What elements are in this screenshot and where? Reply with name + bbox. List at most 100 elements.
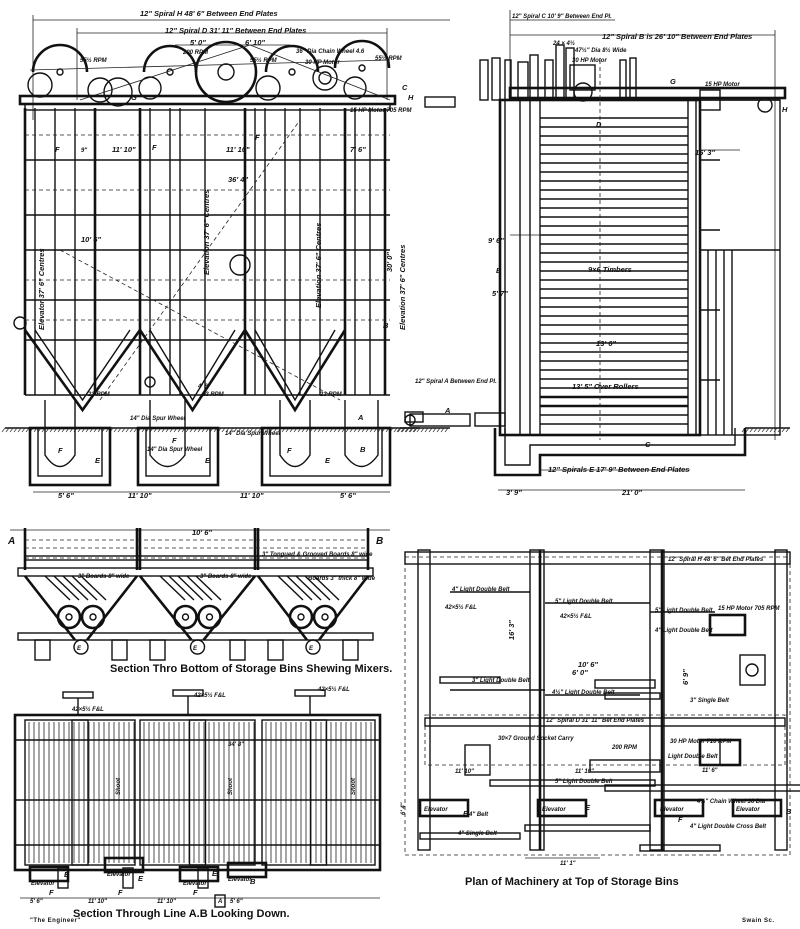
dim-16-3: 16' 3" [695,148,715,157]
ground-hatch [5,427,10,433]
dim-5-7: 5' 7" [492,289,508,298]
pulley [589,759,661,773]
belt-label: 4" Belt [468,812,489,818]
spiral-trough [122,867,134,889]
diagonal-belt [59,249,341,401]
rpm-200-label: 200 RPM [182,50,209,56]
dim-11-10: 11' 10" [112,145,136,154]
spiral-d-trough [424,717,786,727]
elevator-box [653,798,705,818]
gear-wheel [229,254,251,276]
belt [29,59,391,71]
pulley [144,376,156,388]
ground-hatch [25,427,30,433]
label-e: E [64,870,70,879]
motor-label: 15 HP Motor 705 RPM [718,606,780,612]
elevator-label: Elevator [424,807,448,813]
pulley-label: 42×5½ F&L [559,613,592,620]
mixer-section-view: A B 10' 6" 3" Tongued & Grooved Boards 8… [7,528,392,675]
chain-wheel-label: 4½" Chain Wheel 36 Dia [696,798,766,805]
bottom-dim: 5' 6" [230,899,243,905]
ground-hatch [444,427,449,433]
mixer-section-structure [10,528,390,661]
letter-c: C [645,440,651,449]
dim-11-10: 11' 10" [226,145,250,154]
ground-hatch [133,427,138,433]
leg [267,639,284,661]
pulley-edge [555,44,565,101]
chain-wheel [194,40,258,104]
ground-hatch [408,427,413,433]
roller-hub [89,613,97,621]
ground-hatch [757,427,762,433]
label-e: E [325,456,331,465]
chain-wheel-hub [217,63,235,81]
dim-9: 9" [81,148,87,154]
hopper-board [53,575,80,601]
belt-label: 4" Light Double Belt [654,628,714,634]
motor-15 [708,613,747,637]
spiral-d-label: 12" Spiral D 31' 11" Bet End Plates [546,718,645,724]
bin-top [24,103,391,111]
mixer-roller [288,604,314,630]
label-e: E [212,869,218,878]
spiral-trough [424,96,456,108]
hopper-board [186,575,213,601]
leg [229,639,246,661]
motor-15-label: 15 HP Motor [705,82,740,88]
bottom-dim: 5' 6" [58,491,74,500]
ground-hatch [229,427,234,433]
bottom-dim: 5' 6" [30,899,43,905]
ground-hatch [117,427,122,433]
hopper-side [23,575,139,641]
ground-hatch [1,427,6,433]
wheel-hub [358,64,366,72]
roller-hub [321,613,329,621]
spiral-b-dimension: 12" Spiral B is 26' 10" Between End Plat… [602,32,752,41]
elevator-box [226,861,268,879]
pulley [255,75,281,101]
spiral-c-dimension: 12" Spiral C 10' 9" Between End Pl. [512,14,612,20]
label-f: F [287,446,292,455]
ground-hatch [249,427,254,433]
gear-drive [739,654,766,686]
elevator-head-wheel [142,44,198,73]
spiral-h-dimension: 12" Spiral H 48' 6" Between End Plates [140,9,278,18]
ground-hatch [424,427,429,433]
dim-10-6: 10' 6" [578,660,598,669]
pit-inner [37,427,103,477]
spiral-e-circle [73,639,89,655]
mixer-label-e: E [77,646,82,652]
belt-label: Light Double Belt [668,754,719,760]
hopper-board [295,575,322,601]
wheel-hub [288,68,296,76]
rpm-23-label: 23 RPM [319,392,343,398]
bottom-dim: 11' 10" [157,899,176,905]
rpm-23-label: 23 RPM [87,392,111,398]
cross-section-view: 12" Spiral C 10' 9" Between End Pl. 12" … [396,10,790,497]
spiral-e-circle [189,639,206,655]
hopper-board [177,575,204,601]
pulley-edge [629,57,637,101]
ground-hatch [233,427,238,433]
spiral-d-dimension: 12" Spiral D 31' 11" Between End Plates [165,26,306,35]
spirals-e-dimension: 12" Spirals E 17' 9" Between End Plates [548,465,689,474]
ground-hatch [749,427,754,433]
ground-hatch [13,427,18,433]
ground-hatch [428,427,433,433]
centre-chute [309,719,328,866]
spiral-a [409,413,471,427]
label-f: F [49,888,54,897]
pulley [103,77,133,107]
rpm-55-label: 55½ RPM [375,55,403,62]
mixer-roller [80,604,106,630]
dim-30-0: 30' 0" [385,252,394,272]
timbers-label: 9×6 Timbers [588,265,632,274]
bin [261,719,376,866]
elevator-label: Elevator [31,881,55,887]
ground-hatch [777,427,782,433]
ground-hatch [125,427,130,433]
elevator-boot [44,400,76,468]
letter-g: G [131,93,137,102]
